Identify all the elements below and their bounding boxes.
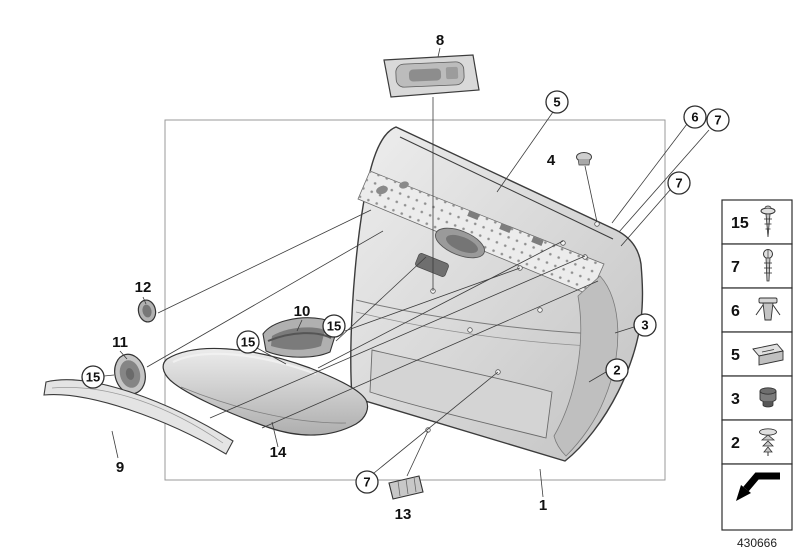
legend-label: 2	[731, 435, 740, 452]
legend-panel: 15 7 6	[721, 199, 793, 531]
cross-reference-arrow-icon	[736, 472, 780, 501]
screw-with-washer-icon	[760, 205, 776, 238]
callout-7a[interactable]: 7	[706, 108, 730, 132]
screw-icon	[763, 249, 773, 282]
callout-label: 3	[641, 318, 648, 333]
mounting-points	[425, 221, 600, 433]
legend-label: 7	[731, 259, 740, 276]
legend-label: 15	[731, 215, 749, 232]
callout-7c[interactable]: 7	[355, 470, 379, 494]
part-number-12[interactable]: 12	[135, 279, 152, 296]
legend-label: 6	[731, 303, 740, 320]
callout-15a[interactable]: 15	[81, 365, 105, 389]
legend-row-2[interactable]: 2	[721, 419, 793, 465]
blind-plug-icon	[759, 387, 777, 408]
push-rivet-icon	[759, 428, 777, 456]
callout-3[interactable]: 3	[633, 313, 657, 337]
callout-label: 6	[691, 110, 698, 125]
callout-label: 15	[327, 319, 341, 334]
callout-2[interactable]: 2	[605, 358, 629, 382]
part-pull-handle-10	[262, 317, 337, 358]
part-armrest-14	[162, 347, 369, 436]
callout-label: 15	[241, 335, 255, 350]
part-number-10[interactable]: 10	[294, 303, 311, 320]
map-pocket	[369, 349, 553, 439]
part-number-11[interactable]: 11	[112, 334, 128, 351]
legend-cross-reference[interactable]	[721, 463, 793, 531]
callout-label: 7	[714, 113, 721, 128]
part-number-labels: 8 4 12 11 10 9 14 13 1	[112, 32, 556, 523]
part-number-13[interactable]: 13	[395, 506, 412, 523]
callout-label: 2	[613, 363, 620, 378]
callout-5[interactable]: 5	[545, 90, 569, 114]
part-clip-13	[388, 475, 424, 500]
legend-row-3[interactable]: 3	[721, 375, 793, 421]
legend-row-7[interactable]: 7	[721, 243, 793, 289]
part-number-8[interactable]: 8	[436, 32, 444, 49]
retaining-bracket-icon	[752, 343, 784, 366]
circled-callouts: 5 6 7 7 7 15 15 15 3 2	[81, 90, 730, 494]
callout-6[interactable]: 6	[683, 105, 707, 129]
part-number-1[interactable]: 1	[539, 497, 547, 514]
callout-label: 5	[553, 95, 560, 110]
callout-15c[interactable]: 15	[322, 314, 346, 338]
callout-7b[interactable]: 7	[667, 171, 691, 195]
part-number-4[interactable]: 4	[547, 152, 556, 169]
legend-row-6[interactable]: 6	[721, 287, 793, 333]
callout-label: 7	[363, 475, 370, 490]
legend-row-15[interactable]: 15	[721, 199, 793, 245]
part-number-9[interactable]: 9	[116, 459, 124, 476]
callout-15b[interactable]: 15	[236, 330, 260, 354]
callout-label: 15	[86, 370, 100, 385]
legend-label: 3	[731, 391, 740, 408]
part-grommet-12	[137, 299, 157, 323]
diagram-id: 430666	[737, 536, 777, 550]
part-speaker-cover-11	[114, 353, 146, 395]
legend-label: 5	[731, 347, 740, 364]
expanding-clip-icon	[755, 297, 781, 321]
leader-lines	[103, 47, 710, 498]
callout-label: 7	[675, 176, 682, 191]
legend-row-5[interactable]: 5	[721, 331, 793, 377]
part-number-14[interactable]: 14	[270, 444, 287, 461]
part-grommet-4	[576, 152, 592, 166]
part-switch-bezel-8	[383, 54, 480, 98]
